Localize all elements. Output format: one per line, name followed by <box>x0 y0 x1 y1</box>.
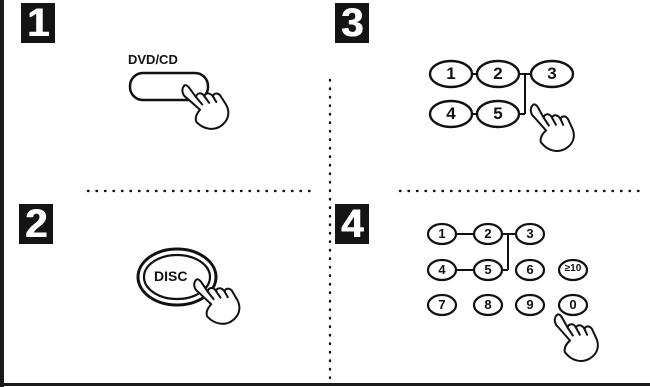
panel4-key-0: 0 <box>559 297 587 312</box>
panel4-key-2: 2 <box>474 226 502 241</box>
panel4-key-ge10: ≥10 <box>559 263 587 274</box>
disc-button-label: DISC <box>154 268 187 284</box>
panel4-key-3: 3 <box>516 226 544 241</box>
panel3-key-2: 2 <box>483 64 513 84</box>
hand-icon-3 <box>529 96 577 155</box>
panel4-key-9: 9 <box>516 297 544 312</box>
panel3-key-4: 4 <box>436 104 466 124</box>
panel3-key-5: 5 <box>483 104 513 124</box>
panel3-key-1: 1 <box>436 64 466 84</box>
panel4-key-7: 7 <box>428 297 456 312</box>
panel4-key-4: 4 <box>428 262 456 277</box>
panel4-key-5: 5 <box>474 262 502 277</box>
panel4-key-8: 8 <box>474 297 502 312</box>
panel3-key-3: 3 <box>537 64 567 84</box>
panel4-key-6: 6 <box>516 262 544 277</box>
dvd-cd-button-label: DVD/CD <box>128 52 178 67</box>
panel4-key-1: 1 <box>428 226 456 241</box>
